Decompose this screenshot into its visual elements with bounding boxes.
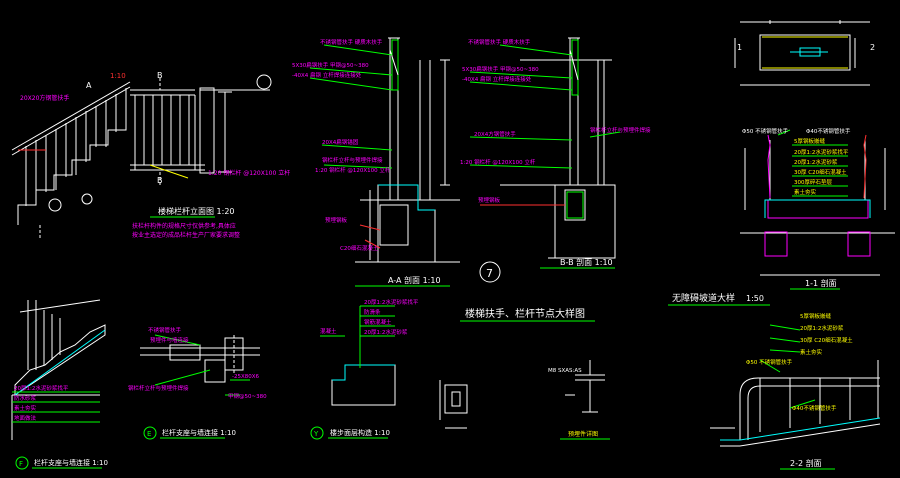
aa-label-2: -40X4 扁钢 立杆焊接连接处 bbox=[292, 71, 362, 79]
ramp-title: 无障碍坡道大样 bbox=[672, 292, 735, 304]
bb-label-0: 不锈钢管扶手 硬质木扶手 bbox=[468, 38, 531, 46]
s22-label-4: 素土夯实 bbox=[800, 348, 823, 356]
y-label-4: 混凝土 bbox=[320, 327, 337, 335]
detail-e-id: E bbox=[147, 430, 151, 438]
ramp-scale: 1:50 bbox=[746, 294, 764, 303]
aa-label-5: 1:20 钢栏杆 @120X100 立杆 bbox=[315, 166, 391, 174]
bb-label-6: 预埋钢板 bbox=[478, 196, 501, 204]
s22-label-0: Φ50 不锈钢管扶手 bbox=[746, 358, 793, 366]
bb-label-4: 钢栏杆立杆与预埋件焊接 bbox=[590, 126, 651, 134]
detail-e-caption: 栏杆支座与墙连接 1:10 bbox=[162, 428, 236, 437]
s11-label-3: 20厚1:2水泥砂浆找平 bbox=[794, 148, 849, 156]
y-label-3: 20厚1:2水泥砂浆 bbox=[364, 328, 408, 336]
s11-label-7: 素土夯实 bbox=[794, 188, 817, 196]
detail-y-id: Y bbox=[313, 430, 319, 438]
detail-f-caption: 栏杆支座与墙连接 1:10 bbox=[34, 458, 108, 467]
bb-label-1: 5X30扁钢扶手 甲钢@50~380 bbox=[462, 65, 539, 73]
ramp-plan-view: 1 2 bbox=[734, 20, 875, 86]
embed-plate-view: M8 SXAS:AS 预埋件详图 bbox=[439, 360, 610, 440]
y-label-2: 钢筋混凝土 bbox=[364, 318, 392, 326]
e-label-2: 钢栏杆立杆与预埋件焊接 bbox=[128, 384, 189, 392]
s22-label-3: 30厚 C20细石混凝土 bbox=[800, 336, 853, 344]
embed-plate-label: M8 SXAS:AS bbox=[548, 368, 582, 374]
elev-caption: 楼梯栏杆立面图 1:20 bbox=[158, 206, 235, 216]
detail-f-id: F bbox=[19, 460, 23, 468]
elev-note-2: 按业主选定的成品栏杆生产厂家要求调整 bbox=[132, 231, 240, 239]
elev-cut-b-top-label: B bbox=[157, 71, 163, 80]
s11-label-2: 5厚钢板嵌缝 bbox=[794, 137, 825, 145]
e-label-1: 预埋件与墙连接 bbox=[150, 336, 189, 344]
ramp-plan-cut-1: 1 bbox=[737, 43, 742, 52]
s11-caption: 1-1 剖面 bbox=[805, 278, 837, 288]
s11-label-0: Φ50 不锈钢管扶手 bbox=[742, 127, 789, 135]
f-support-label-0: 20厚1:2水泥砂浆找平 bbox=[14, 384, 69, 392]
sheet-title: 楼梯扶手、栏杆节点大样图 bbox=[465, 307, 585, 320]
detail-number-marker: 7 bbox=[479, 261, 501, 283]
s22-caption: 2-2 剖面 bbox=[790, 458, 822, 468]
y-label-0: 20厚1:2水泥砂浆找平 bbox=[364, 298, 419, 306]
ramp-title-block: 无障碍坡道大样 1:50 bbox=[668, 292, 770, 306]
stair-elevation-view: A B B 1:10 20X20方钢管扶手 1:20 钢栏杆 @120X100 … bbox=[11, 71, 290, 240]
e-label-4: 甲钢@50~380 bbox=[228, 392, 267, 400]
s11-label-4: 20厚1:2水泥砂浆 bbox=[794, 158, 838, 166]
detail-number: 7 bbox=[486, 267, 493, 280]
aa-label-1: 5X30扁钢扶手 甲钢@50~380 bbox=[292, 61, 369, 69]
s22-label-2: 20厚1:2水泥砂浆 bbox=[800, 324, 844, 332]
y-label-1: 防滑条 bbox=[364, 308, 381, 316]
bb-label-3: 20X4方钢管扶手 bbox=[474, 130, 516, 138]
elev-pink-note: 20X20方钢管扶手 bbox=[20, 94, 69, 102]
s22-label-1: 5厚钢板嵌缝 bbox=[800, 312, 831, 320]
elev-note-1: 扶栏杆构件的规格尺寸仅供参考,具体应 bbox=[132, 222, 236, 230]
elev-cut-a-label: A bbox=[86, 81, 92, 90]
s11-label-1: Φ40不锈钢管扶手 bbox=[806, 127, 851, 135]
e-label-3: -25X80X6 bbox=[232, 374, 260, 380]
s11-label-5: 30厚 C20细石混凝土 bbox=[794, 168, 847, 176]
detail-e-view: 不锈钢管扶手 预埋件与墙连接 钢栏杆立杆与预埋件焊接 -25X80X6 甲钢@5… bbox=[128, 326, 267, 440]
section-aa-view: 不锈钢管扶手 硬质木扶手 5X30扁钢扶手 甲钢@50~380 -40X4 扁钢… bbox=[292, 37, 460, 287]
e-label-0: 不锈钢管扶手 bbox=[148, 326, 182, 334]
aa-label-4: 钢栏杆立杆与预埋件焊接 bbox=[322, 156, 383, 164]
sheet-title-block: 楼梯扶手、栏杆节点大样图 bbox=[460, 307, 595, 322]
bb-label-2: -40X4 扁钢 立杆焊接连接处 bbox=[462, 75, 532, 83]
aa-label-0: 不锈钢管扶手 硬质木扶手 bbox=[320, 38, 383, 46]
section-11-view: Φ50 不锈钢管扶手 Φ40不锈钢管扶手 5厚钢板嵌缝 20厚1:2水泥砂浆找平… bbox=[740, 127, 895, 290]
section-22-view: Φ50 不锈钢管扶手 5厚钢板嵌缝 20厚1:2水泥砂浆 30厚 C20细石混凝… bbox=[710, 312, 881, 470]
detail-y-caption: 楼步面层构造 1:10 bbox=[330, 428, 390, 437]
embed-plate-caption: 预埋件详图 bbox=[568, 430, 598, 438]
detail-y-view: 20厚1:2水泥砂浆找平 防滑条 钢筋混凝土 20厚1:2水泥砂浆 混凝土 Y … bbox=[310, 298, 419, 440]
aa-label-3: 20X4扁钢锚固 bbox=[322, 138, 359, 146]
section-bb-view: 不锈钢管扶手 硬质木扶手 5X30扁钢扶手 甲钢@50~380 -40X4 扁钢… bbox=[460, 37, 651, 269]
elev-spec-note: 1:20 钢栏杆 @120X100 立杆 bbox=[208, 169, 290, 177]
s22-label-5: Φ40不锈钢管扶手 bbox=[792, 404, 837, 412]
aa-label-6: 预埋钢板 bbox=[325, 216, 348, 224]
s11-label-6: 300厚碎石垫层 bbox=[794, 178, 832, 186]
aa-label-7: C20细石混凝土 bbox=[340, 244, 379, 252]
bb-caption: B-B 剖面 1:10 bbox=[560, 257, 613, 267]
aa-caption: A-A 剖面 1:10 bbox=[388, 275, 441, 285]
detail-wall-support-view: 20厚1:2水泥砂浆找平 防水砂浆 素土夯实 地面做法 F 栏杆支座与墙连接 1… bbox=[11, 299, 108, 470]
bb-label-5: 1:20 钢栏杆 @120X100 立杆 bbox=[460, 158, 536, 166]
elev-scale-mark: 1:10 bbox=[110, 72, 126, 80]
elev-cut-b-bottom-label: B bbox=[157, 176, 163, 185]
f-support-label-3: 地面做法 bbox=[14, 414, 37, 422]
ramp-plan-cut-2: 2 bbox=[870, 43, 875, 52]
f-support-label-1: 防水砂浆 bbox=[14, 394, 37, 402]
f-support-label-2: 素土夯实 bbox=[14, 404, 37, 412]
